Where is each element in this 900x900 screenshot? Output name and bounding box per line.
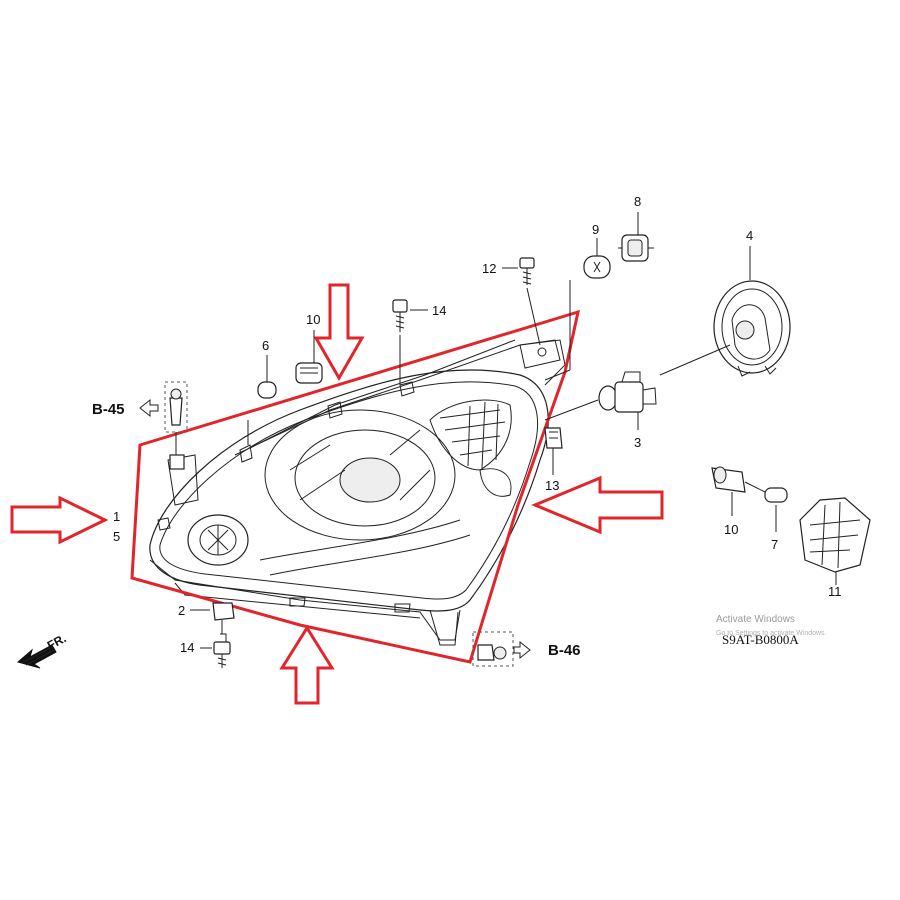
callout-4: 4 — [746, 228, 753, 243]
small-bulb-part-6 — [247, 355, 277, 445]
bulb-socket-part-8 — [618, 212, 654, 262]
reference-b46: B-46 — [548, 642, 581, 659]
callout-2: 2 — [178, 603, 185, 618]
side-marker-socket-part-10 — [711, 466, 746, 516]
bolt-part-14-top — [392, 299, 428, 385]
headlight-housing — [149, 339, 566, 646]
callout-labels: 1 5 2 14 6 10 14 12 9 8 4 3 13 10 7 11 — [113, 194, 842, 655]
callout-8: 8 — [634, 194, 641, 209]
nut-part-2 — [190, 602, 235, 621]
side-marker-bulb-part-7 — [744, 481, 788, 532]
side-marker-lens-part-11 — [799, 497, 871, 585]
callout-7: 7 — [771, 537, 778, 552]
callout-10-side: 10 — [724, 522, 738, 537]
clip-assembly-b45 — [139, 381, 188, 470]
watermark-title: Activate Windows — [716, 614, 795, 625]
reference-b45: B-45 — [92, 401, 125, 418]
callout-3: 3 — [634, 435, 641, 450]
callout-5: 5 — [113, 529, 120, 544]
callout-14-top: 14 — [432, 303, 446, 318]
red-arrow-top — [313, 283, 365, 382]
callout-11: 11 — [828, 584, 842, 599]
socket-cover-part — [713, 246, 791, 377]
watermark-subtitle: Go to Settings to activate Windows. — [716, 630, 827, 637]
clip-assembly-b46 — [472, 631, 531, 667]
red-arrow-left — [10, 495, 109, 545]
socket-part-10-top — [295, 330, 323, 384]
callout-10-top: 10 — [306, 312, 320, 327]
diagram-code: S9AT-B0800A — [722, 632, 799, 647]
red-arrow-right — [531, 475, 664, 535]
front-direction-arrow — [16, 644, 57, 669]
wedge-bulb-part-9 — [544, 238, 611, 381]
callout-1: 1 — [113, 509, 120, 524]
callout-6: 6 — [262, 338, 269, 353]
callout-12: 12 — [482, 261, 496, 276]
screw-part-12 — [502, 257, 541, 346]
callout-14-bottom: 14 — [180, 640, 194, 655]
headlight-bulb-part — [544, 344, 731, 430]
callout-9: 9 — [592, 222, 599, 237]
callout-13: 13 — [545, 478, 559, 493]
highlight-outline — [130, 309, 581, 664]
red-arrow-bottom — [279, 625, 335, 705]
bolt-part-14-bottom — [200, 620, 231, 668]
clip-part-13 — [544, 427, 563, 475]
